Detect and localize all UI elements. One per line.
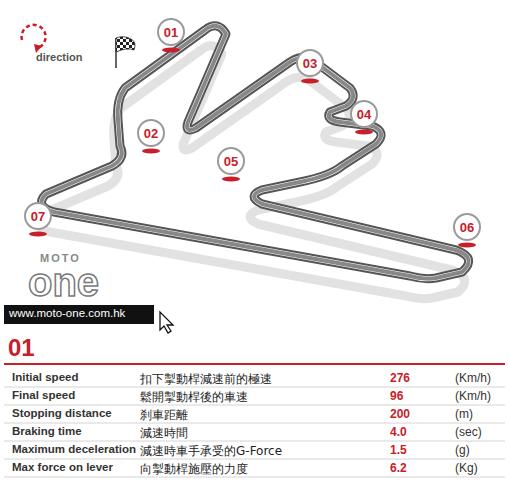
callout-number: 06 <box>460 220 474 235</box>
callout-circle: 05 <box>217 147 245 175</box>
table-unit: (m) <box>455 407 473 421</box>
table-value: 6.2 <box>390 461 407 475</box>
section-title: 01 <box>8 334 35 362</box>
table-value: 200 <box>390 407 410 421</box>
callout-bases <box>29 48 476 248</box>
direction-label: direction <box>36 51 82 63</box>
table-cell-en: Initial speed <box>12 371 78 383</box>
table-cell-en: Max force on lever <box>12 461 113 473</box>
direction-arrow <box>22 25 46 53</box>
table-value: 4.0 <box>390 425 407 439</box>
table-unit: (Km/h) <box>455 389 491 403</box>
table-rules <box>4 387 505 477</box>
track <box>42 26 469 279</box>
callout-circle: 04 <box>350 100 378 128</box>
watermark-url: www.moto-one.com.hk <box>9 307 125 319</box>
table-value: 276 <box>390 371 410 385</box>
table-unit: (Km/h) <box>455 371 491 385</box>
table-cell-en: Final speed <box>12 389 75 401</box>
table-cell-zh: 扣下掣動桿減速前的極速 <box>140 371 272 388</box>
callout-number: 07 <box>31 209 45 224</box>
callout-circle: 03 <box>296 49 324 77</box>
url-bar <box>4 305 154 324</box>
table-cell-zh: 減速時間 <box>140 425 188 442</box>
table-unit: (Kg) <box>455 461 478 475</box>
table-cell-zh: 向掣動桿施壓的力度 <box>140 461 248 478</box>
table-unit: (sec) <box>455 425 482 439</box>
callout-circle: 06 <box>453 213 481 241</box>
table-cell-zh: 鬆開掣動桿後的車速 <box>140 389 248 406</box>
callout-number: 03 <box>303 56 317 71</box>
callout-circle: 01 <box>157 18 185 46</box>
table-cell-zh: 刹車距離 <box>140 407 188 424</box>
watermark: one <box>28 262 99 302</box>
callout-number: 01 <box>164 25 178 40</box>
callout-number: 05 <box>224 154 238 169</box>
callout-number: 04 <box>357 107 371 122</box>
callout-circle: 02 <box>137 119 165 147</box>
table-value: 1.5 <box>390 443 407 457</box>
table-cell-en: Maximum deceleration <box>12 443 136 455</box>
table-cell-zh: 減速時車手承受的G-Force <box>140 443 282 460</box>
callout-circle: 07 <box>24 202 52 230</box>
table-value: 96 <box>390 389 403 403</box>
callout-number: 02 <box>144 126 158 141</box>
cursor-icon <box>160 312 173 333</box>
table-cell-en: Braking time <box>12 425 82 437</box>
title-rule <box>4 363 505 365</box>
checkered-flag <box>116 37 135 68</box>
table-cell-en: Stopping distance <box>12 407 112 419</box>
table-unit: (g) <box>455 443 470 457</box>
